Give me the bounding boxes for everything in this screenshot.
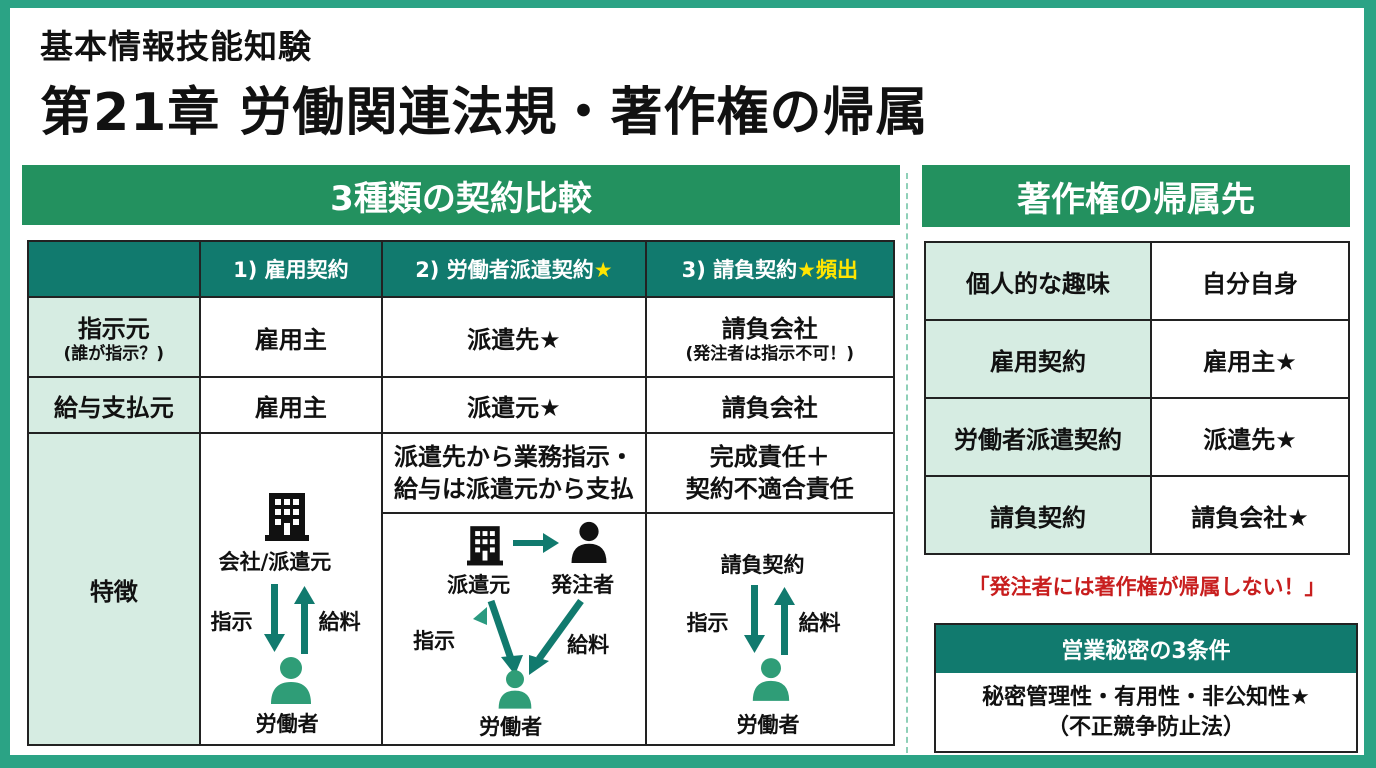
diagram-contracting: 請負契約 指示 給料 労働者 [644,512,896,746]
comparison-section-header: 3種類の契約比較 [22,165,900,225]
cell: 派遣元★ [381,376,647,434]
header-blank [27,240,201,298]
table-row-features-text: 特徴 会社/派遣元 指示 給料 労働者 派遣先から業務指示・給与は派遣元から支払… [27,432,896,746]
arrows-icon [743,585,795,655]
table-header-row: 1) 雇用契約 2) 労働者派遣契約★ 3) 請負契約★頻出 [27,240,896,298]
header-dispatch: 2) 労働者派遣契約★ [381,240,647,298]
section-divider [906,173,908,753]
slide: 基本情報技能知験 第21章 労働関連法規・著作権の帰属 3種類の契約比較 1) … [10,8,1364,755]
row-label: 給与支払元 [27,376,201,434]
table-row: 個人的な趣味自分自身 [924,241,1350,321]
client-person-icon [571,521,607,563]
row-label: 特徴 [27,432,201,746]
trade-secret-title: 営業秘密の3条件 [936,625,1356,673]
star-icon: ★ [797,258,816,282]
copyright-warning: 「発注者には著作権が帰属しない！」 [968,575,1326,599]
header-contracting: 3) 請負契約★頻出 [644,240,896,298]
star-icon: ★ [593,258,613,282]
cell: 請負会社 [644,376,896,434]
page-title: 第21章 労働関連法規・著作権の帰属 [40,83,929,143]
trade-secret-box: 営業秘密の3条件 秘密管理性・有用性・非公知性★ （不正競争防止法） [934,623,1358,753]
person-icon [270,657,311,704]
table-row-instructor: 指示元(誰が指示？) 雇用主 派遣先★ 請負会社(発注者は指示不可！) [27,296,896,378]
cell: 派遣先★ [381,296,647,378]
arrows-icon [473,599,585,675]
diagram-dispatch: 派遣元 発注者 指示 給料 労働者 [381,512,647,746]
frequent-badge: 頻出 [815,258,858,282]
table-row: 請負契約請負会社★ [924,475,1350,555]
copyright-table: 個人的な趣味自分自身 雇用契約雇用主★ 労働者派遣契約派遣先★ 請負契約請負会社… [924,241,1350,555]
building-icon [467,526,504,566]
person-icon [498,670,532,709]
table-row: 労働者派遣契約派遣先★ [924,397,1350,477]
contract-comparison-table: 1) 雇用契約 2) 労働者派遣契約★ 3) 請負契約★頻出 指示元(誰が指示？… [27,240,896,746]
cell-contracting-feature: 完成責任＋契約不適合責任 [644,432,896,514]
diagram-employment: 会社/派遣元 指示 給料 労働者 [198,432,384,746]
table-row: 雇用契約雇用主★ [924,319,1350,399]
cell-dispatch-feature: 派遣先から業務指示・給与は派遣元から支払 [381,432,647,514]
cell: 雇用主 [198,296,384,378]
table-row-payer: 給与支払元 雇用主 派遣元★ 請負会社 [27,376,896,434]
person-icon [752,658,789,701]
arrows-icon [263,584,315,654]
building-icon [264,493,309,541]
cell: 雇用主 [198,376,384,434]
arrow-right-icon [513,533,560,553]
table-row-features-diagrams: 派遣元 発注者 指示 給料 労働者 請負契約 指示 給料 労働者 [28,512,896,746]
header-employment: 1) 雇用契約 [198,240,384,298]
subtitle: 基本情報技能知験 [40,27,312,66]
cell: 請負会社(発注者は指示不可！) [644,296,896,378]
trade-secret-body: 秘密管理性・有用性・非公知性★ （不正競争防止法） [982,685,1310,740]
row-label: 指示元(誰が指示？) [27,296,201,378]
copyright-section-header: 著作権の帰属先 [922,165,1350,227]
